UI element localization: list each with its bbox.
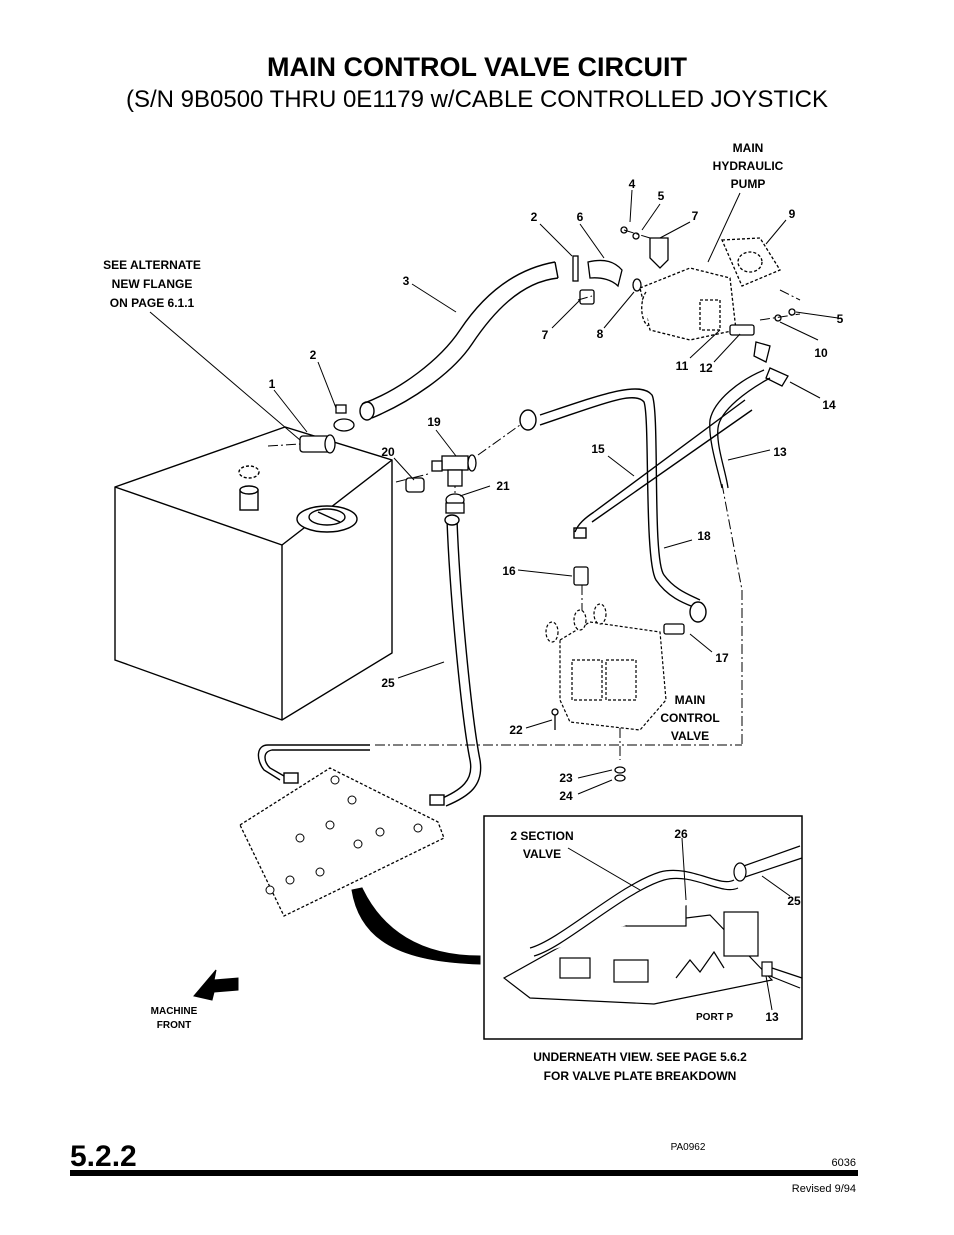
leader-lines: [149, 189, 839, 1011]
part-number: 1: [269, 377, 276, 391]
part-number: 7: [692, 209, 699, 223]
svg-text:UNDERNEATH VIEW. SEE PAGE 5.6: UNDERNEATH VIEW. SEE PAGE 5.6.2: [533, 1050, 747, 1064]
pilot-hose: [709, 369, 771, 489]
doc-number: 6036: [832, 1157, 856, 1169]
svg-text:VALVE: VALVE: [523, 847, 561, 861]
inset-valve-plate: [502, 845, 803, 1005]
svg-text:MAIN: MAIN: [675, 693, 706, 707]
part-number: 25: [787, 894, 801, 908]
part-number: 22: [509, 723, 523, 737]
part-number: 11: [676, 359, 689, 373]
part-number: 5: [837, 312, 844, 326]
page-subtitle: (S/N 9B0500 THRU 0E1179 w/CABLE CONTROLL…: [125, 86, 829, 113]
hydraulic-tank: [114, 426, 393, 721]
tee-fitting: [405, 454, 477, 514]
main-control-valve: [545, 603, 667, 731]
svg-text:CONTROL: CONTROL: [660, 711, 719, 725]
part-number: 3: [403, 274, 410, 288]
pump-fittings: [729, 308, 796, 387]
svg-text:2 SECTION: 2 SECTION: [510, 829, 573, 843]
part-number: 9: [789, 207, 796, 221]
part-number: 18: [697, 529, 711, 543]
assembly-lines: [267, 229, 801, 760]
valve-plate-holes: [265, 775, 423, 895]
valve-fittings: [551, 566, 685, 782]
see-alternate-flange-label: SEE ALTERNATE NEW FLANGE ON PAGE 6.1.1: [103, 258, 201, 310]
part-number: 23: [559, 771, 573, 785]
part-number: 13: [773, 445, 787, 459]
part-number: 14: [822, 398, 836, 412]
svg-text:HYDRAULIC: HYDRAULIC: [713, 159, 784, 173]
svg-text:VALVE: VALVE: [671, 729, 709, 743]
part-number: 19: [427, 415, 441, 429]
part-number: 2: [310, 348, 317, 362]
part-number: 17: [715, 651, 729, 665]
svg-text:SEE ALTERNATE: SEE ALTERNATE: [103, 258, 201, 272]
revision-date: Revised 9/94: [792, 1183, 856, 1195]
part-number: 25: [381, 676, 395, 690]
part-number-labels: 1 2 2 3 4 5 5 6 7 7 8 9 10 11 12 13 13 1…: [269, 177, 844, 1024]
part-number: 2: [531, 210, 538, 224]
tank-return-hose: [257, 514, 482, 807]
pressure-hose: [573, 399, 753, 539]
machine-front-label: MACHINE FRONT: [151, 1006, 198, 1031]
drawing-id: PA0962: [671, 1142, 706, 1153]
return-hose: [519, 388, 707, 623]
port-p-label: PORT P: [696, 1012, 734, 1023]
part-number: 16: [502, 564, 516, 578]
main-hydraulic-pump: [639, 237, 781, 341]
underneath-view-caption: UNDERNEATH VIEW. SEE PAGE 5.6.2 FOR VALV…: [533, 1050, 747, 1083]
main-hydraulic-pump-label: MAIN HYDRAULIC PUMP: [713, 141, 784, 191]
two-section-valve-label: 2 SECTION VALVE: [510, 829, 573, 861]
part-number: 26: [674, 827, 688, 841]
part-number: 6: [577, 210, 584, 224]
tank-fitting: [299, 404, 355, 454]
svg-text:MACHINE: MACHINE: [151, 1006, 198, 1017]
svg-text:NEW FLANGE: NEW FLANGE: [112, 277, 193, 291]
page-number: 5.2.2: [70, 1140, 137, 1173]
part-number: 15: [591, 442, 605, 456]
part-number: 20: [381, 445, 395, 459]
suction-hose: [359, 261, 559, 421]
part-number: 4: [629, 177, 636, 191]
part-number: 7: [542, 328, 549, 342]
svg-text:FOR VALVE PLATE BREAKDOWN: FOR VALVE PLATE BREAKDOWN: [544, 1069, 737, 1083]
main-control-valve-label: MAIN CONTROL VALVE: [660, 693, 719, 743]
machine-front-arrow: [193, 969, 239, 1001]
part-number: 21: [496, 479, 510, 493]
part-number: 8: [597, 327, 604, 341]
part-number: 24: [559, 789, 573, 803]
page-title: MAIN CONTROL VALVE CIRCUIT: [267, 52, 687, 82]
part-number: 13: [765, 1010, 779, 1024]
detail-pointer-arrow: [351, 887, 481, 965]
footer-rule: [70, 1170, 858, 1176]
svg-text:PUMP: PUMP: [731, 177, 766, 191]
svg-text:ON PAGE 6.1.1: ON PAGE 6.1.1: [110, 296, 195, 310]
part-number: 12: [699, 361, 713, 375]
svg-text:FRONT: FRONT: [157, 1020, 191, 1031]
part-number: 5: [658, 189, 665, 203]
part-number: 10: [814, 346, 828, 360]
svg-text:MAIN: MAIN: [733, 141, 764, 155]
